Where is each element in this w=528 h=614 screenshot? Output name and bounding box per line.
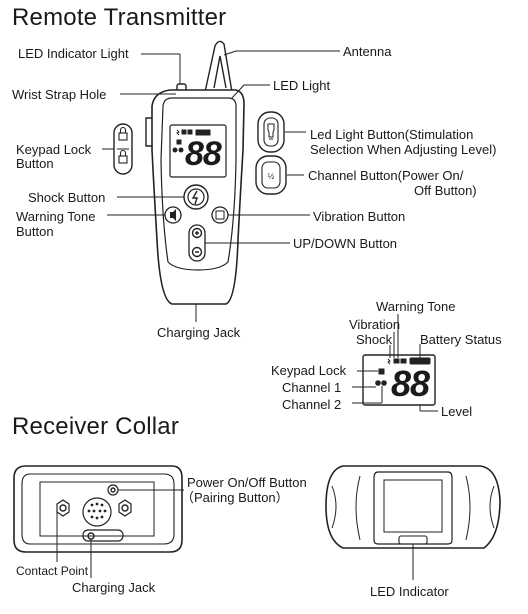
label-channel-1: Channel 1 — [282, 380, 342, 395]
label-warning-tone-button-2: Button — [16, 224, 54, 239]
remote-screen-icons — [172, 129, 211, 153]
label-warning-tone: Warning Tone — [376, 299, 456, 314]
label-power-button-1: Power On/Off Button — [187, 475, 307, 490]
label-led-light: LED Light — [273, 78, 331, 93]
label-battery-status: Battery Status — [420, 332, 502, 347]
label-led-light-button-2: Selection When Adjusting Level) — [310, 142, 497, 157]
channel-button-icon: ½ — [255, 155, 287, 195]
label-level: Level — [441, 404, 473, 419]
label-keypad-lock: Keypad Lock — [271, 363, 347, 378]
label-led-indicator: LED Indicator — [370, 584, 449, 599]
label-channel-button-1: Channel Button(Power On/ — [308, 168, 464, 183]
label-channel-2: Channel 2 — [282, 397, 342, 412]
led-light-button-icon — [257, 111, 285, 153]
label-channel-button-2: Off Button) — [414, 183, 477, 198]
keypad-lock-button-icon — [113, 123, 133, 175]
label-charging-jack-remote: Charging Jack — [157, 325, 241, 340]
label-charging-jack-collar: Charging Jack — [72, 580, 156, 595]
remote-transmitter-title: Remote Transmitter — [12, 4, 227, 31]
remote-transmitter-device — [145, 40, 245, 305]
label-keypad-lock-button-2: Button — [16, 156, 54, 171]
label-keypad-lock-button-1: Keypad Lock — [16, 142, 92, 157]
label-power-button-2: （Pairing Button） — [181, 490, 289, 505]
remote-leader-lines — [102, 50, 340, 322]
label-contact-point: Contact Point — [16, 564, 89, 578]
label-antenna: Antenna — [343, 44, 392, 59]
remote-display-digits: 88 — [185, 135, 222, 173]
svg-text:½: ½ — [268, 172, 275, 181]
label-led-light-button-1: Led Light Button(Stimulation — [310, 127, 474, 142]
label-warning-tone-button-1: Warning Tone — [16, 209, 96, 224]
collar-front-view — [325, 465, 501, 580]
screen-detail — [352, 314, 438, 412]
label-vibration: Vibration — [349, 317, 401, 332]
label-wrist-strap-hole: Wrist Strap Hole — [12, 87, 107, 102]
collar-back-view — [13, 465, 184, 578]
label-vibration-button: Vibration Button — [313, 209, 406, 224]
receiver-collar-title: Receiver Collar — [12, 413, 180, 440]
label-shock: Shock — [356, 332, 393, 347]
screen-detail-digits: 88 — [391, 363, 430, 404]
label-shock-button: Shock Button — [28, 190, 106, 205]
label-up-down-button: UP/DOWN Button — [293, 236, 398, 251]
label-led-indicator-light: LED Indicator Light — [18, 46, 129, 61]
